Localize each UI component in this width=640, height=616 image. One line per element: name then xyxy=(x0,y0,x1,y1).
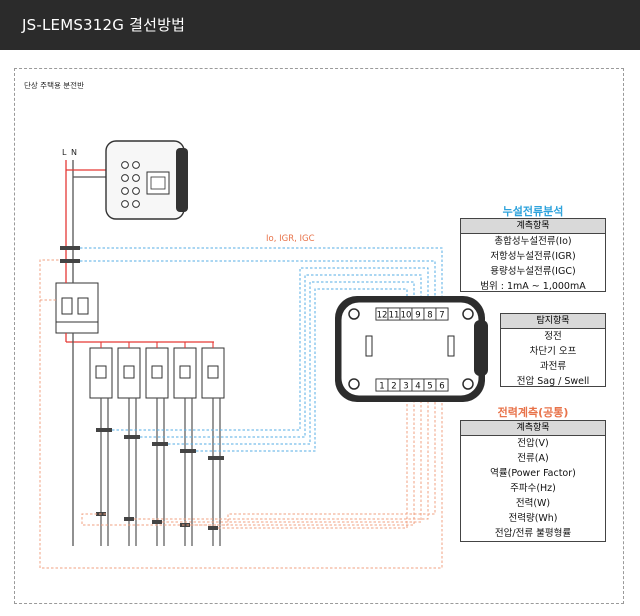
terminal-top-label: 11 xyxy=(389,311,400,321)
meter-device-icon xyxy=(335,296,488,402)
terminal-bottom-label: 2 xyxy=(391,382,396,392)
line-label-l: L xyxy=(62,148,67,157)
leakage-item: 범위 : 1mA ~ 1,000mA xyxy=(480,281,586,292)
leakage-item: 용량성누설전류(IGC) xyxy=(490,266,576,277)
leakage-panel-header: 계측항목 xyxy=(461,219,605,234)
power-item: 전류(A) xyxy=(517,453,549,464)
power-item: 전압/전류 불평형률 xyxy=(494,528,572,539)
power-item: 역률(Power Factor) xyxy=(490,468,576,479)
wall-device-icon xyxy=(105,140,188,220)
power-panel: 계측항목 전압(V) 전류(A) 역률(Power Factor) 주파수(Hz… xyxy=(460,420,606,542)
leakage-signal-lines xyxy=(80,247,443,452)
diagram-subtitle: 단상 주택용 분전반 xyxy=(24,81,84,90)
power-item: 전력(W) xyxy=(515,498,551,509)
leakage-panel: 계측항목 총합성누설전류(Io) 저항성누설전류(IGR) 용량성누설전류(IG… xyxy=(460,218,606,292)
terminal-bottom-label: 4 xyxy=(415,382,420,392)
terminal-top-label: 12 xyxy=(377,311,388,321)
signal-label: Io, IGR, IGC xyxy=(266,234,315,244)
line-label-n: N xyxy=(71,148,77,157)
branch-output-lines xyxy=(100,398,221,546)
detection-item: 과전류 xyxy=(539,361,567,372)
branch-cts xyxy=(96,428,224,530)
diagram-frame xyxy=(14,68,624,604)
page-header: JS-LEMS312G 결선방법 xyxy=(0,0,640,50)
leakage-panel-title: 누설전류분석 xyxy=(502,205,564,218)
power-panel-title: 전력계측(공통) xyxy=(497,406,569,419)
detection-panel-header: 탐지항목 xyxy=(501,314,605,329)
power-item: 전력량(Wh) xyxy=(508,513,558,524)
branch-breakers xyxy=(89,347,225,399)
page-title: JS-LEMS312G 결선방법 xyxy=(22,16,186,34)
leakage-item: 저항성누설전류(IGR) xyxy=(490,251,576,262)
main-ct-1 xyxy=(60,246,80,250)
power-item: 주파수(Hz) xyxy=(510,483,556,494)
terminal-top-label: 10 xyxy=(401,311,412,321)
branch-feed-lines xyxy=(100,342,214,348)
main-ct-2 xyxy=(60,259,80,263)
terminal-top-label: 7 xyxy=(439,311,444,321)
terminal-bottom-label: 3 xyxy=(403,382,408,392)
terminal-top-label: 8 xyxy=(427,311,432,321)
leakage-item: 총합성누설전류(Io) xyxy=(494,236,572,247)
terminal-bottom-label: 6 xyxy=(439,382,444,392)
detection-item: 정전 xyxy=(544,331,562,342)
main-breaker-icon xyxy=(55,282,99,334)
terminal-bottom-label: 5 xyxy=(427,382,432,392)
terminal-bottom-cell xyxy=(435,378,449,392)
power-item: 전압(V) xyxy=(517,438,549,449)
detection-item: 전압 Sag / Swell xyxy=(516,376,590,387)
power-panel-header: 계측항목 xyxy=(461,421,605,436)
power-signal-lines xyxy=(39,259,443,569)
terminal-top-label: 9 xyxy=(415,311,420,321)
terminal-top-cell xyxy=(435,307,449,321)
terminal-bottom-label: 1 xyxy=(379,382,384,392)
detection-item: 차단기 오프 xyxy=(529,346,577,357)
detection-panel: 탐지항목 정전 차단기 오프 과전류 전압 Sag / Swell xyxy=(500,313,606,387)
